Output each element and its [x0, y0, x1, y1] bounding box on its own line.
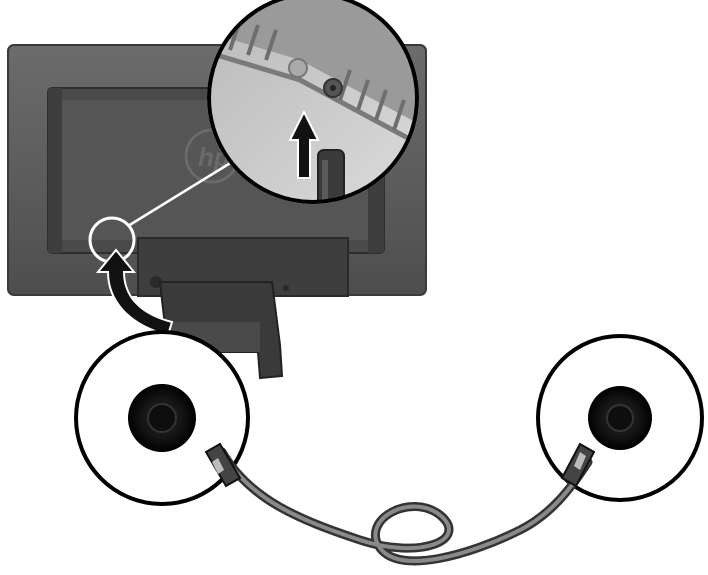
curved-arrow-icon [95, 248, 174, 337]
callout-leader-line [127, 160, 233, 228]
zoom-callout [207, 0, 419, 204]
cable-plug-right [560, 442, 596, 488]
left-port-callout [74, 330, 250, 506]
cable-plug-left [204, 442, 242, 488]
up-arrow-icon [288, 109, 320, 179]
cable [217, 447, 593, 566]
